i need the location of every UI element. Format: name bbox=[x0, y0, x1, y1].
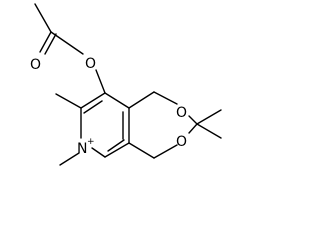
bond-ch2-lower-c5 bbox=[128, 142, 155, 159]
ring-oxygen-upper-label: O bbox=[176, 105, 187, 121]
bond-oxygen-lower-ch2-lower bbox=[153, 144, 178, 159]
bond-ester-oxygen-ring bbox=[95, 69, 106, 94]
bond-ring-c4a-c4 bbox=[104, 92, 130, 109]
bond-carbonyl-double-1 bbox=[39, 31, 52, 53]
bond-cme2-oxygen-lower bbox=[188, 123, 198, 134]
pyridinium-nitrogen-label: N bbox=[77, 141, 87, 157]
bond-ring-c6-c5 bbox=[104, 142, 130, 158]
chemical-structure: O O O O N + bbox=[30, 3, 222, 166]
bond-ring-n-c6 bbox=[91, 147, 106, 158]
bond-carbonyl-double-2 bbox=[44, 33, 57, 55]
atom-labels: O O O O N + bbox=[30, 56, 187, 157]
bond-c3-methyl bbox=[55, 93, 82, 109]
bond-ring-c6-c5-inner bbox=[107, 139, 125, 152]
bond-n-methyl bbox=[59, 152, 80, 166]
bond-cme2-methyl-upper bbox=[196, 109, 222, 125]
nitrogen-charge-label: + bbox=[87, 137, 95, 147]
bond-oxygen-upper-cme2 bbox=[188, 115, 198, 125]
bond-cme2-methyl-lower bbox=[196, 123, 222, 139]
bond-carbonyl-ester-oxygen bbox=[50, 31, 84, 55]
bond-ring-c4-c3 bbox=[80, 92, 106, 109]
carbonyl-oxygen-label: O bbox=[30, 57, 41, 73]
bond-c4a-ch2-upper bbox=[128, 91, 155, 109]
bond-ch2-upper-oxygen bbox=[153, 91, 178, 105]
bond-ring-c4-c3-inner bbox=[83, 100, 103, 114]
bond-methyl-carbonyl bbox=[34, 3, 52, 33]
ester-oxygen-label: O bbox=[85, 56, 96, 72]
bonds bbox=[34, 3, 222, 166]
ring-oxygen-lower-label: O bbox=[176, 134, 187, 150]
